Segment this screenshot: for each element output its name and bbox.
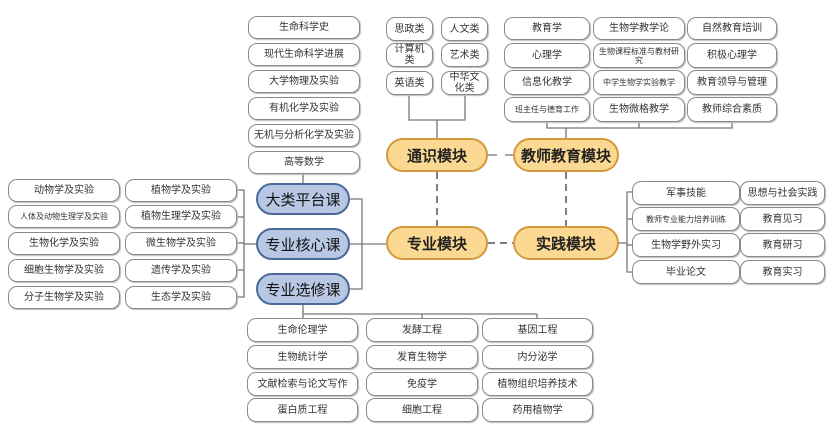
- major-sub-1: 专业核心课: [256, 228, 350, 260]
- practice-course: 毕业论文: [632, 260, 740, 284]
- general-category: 计算机类: [386, 43, 433, 67]
- teacher-course: 生物学教学论: [593, 17, 685, 40]
- platform-course: 大学物理及实验: [248, 70, 360, 93]
- core-course: 微生物学及实验: [125, 232, 237, 255]
- general-category: 艺术类: [441, 43, 488, 67]
- module-general: 通识模块: [386, 138, 488, 172]
- elective-course: 生物统计学: [247, 345, 358, 369]
- elective-course: 蛋白质工程: [247, 398, 358, 422]
- teacher-course: 生物课程标准与教材研究: [593, 43, 685, 68]
- teacher-course: 生物微格教学: [593, 97, 685, 122]
- teacher-course: 班主任与德育工作: [504, 97, 590, 122]
- elective-course: 植物组织培养技术: [482, 372, 593, 396]
- core-course: 植物生理学及实验: [125, 205, 237, 228]
- general-category: 思政类: [386, 17, 433, 41]
- elective-course: 生命伦理学: [247, 318, 358, 342]
- teacher-course: 信息化教学: [504, 70, 590, 95]
- elective-course: 内分泌学: [482, 345, 593, 369]
- core-course: 分子生物学及实验: [8, 286, 120, 309]
- elective-course: 药用植物学: [482, 398, 593, 422]
- elective-course: 免疫学: [366, 372, 478, 396]
- major-sub-2: 专业选修课: [256, 273, 350, 305]
- core-course: 人体及动物生理学及实验: [8, 205, 120, 228]
- teacher-course: 积极心理学: [687, 43, 777, 68]
- platform-course: 高等数学: [248, 151, 360, 174]
- platform-course: 有机化学及实验: [248, 97, 360, 120]
- core-course: 遗传学及实验: [125, 259, 237, 282]
- core-course: 动物学及实验: [8, 179, 120, 202]
- elective-course: 文献检索与论文写作: [247, 372, 358, 396]
- module-major: 专业模块: [386, 226, 488, 260]
- practice-course: 军事技能: [632, 181, 740, 205]
- practice-course: 教育研习: [740, 233, 825, 257]
- practice-course: 思想与社会实践: [740, 181, 825, 205]
- teacher-course: 教育领导与管理: [687, 70, 777, 95]
- practice-course: 生物学野外实习: [632, 233, 740, 257]
- major-sub-0: 大类平台课: [256, 183, 350, 215]
- teacher-course: 心理学: [504, 43, 590, 68]
- teacher-course: 自然教育培训: [687, 17, 777, 40]
- teacher-course: 教师综合素质: [687, 97, 777, 122]
- core-course: 植物学及实验: [125, 179, 237, 202]
- practice-course: 教育实习: [740, 260, 825, 284]
- practice-course: 教育见习: [740, 207, 825, 231]
- practice-course: 教师专业能力培养训练: [632, 207, 740, 231]
- elective-course: 发育生物学: [366, 345, 478, 369]
- elective-course: 发酵工程: [366, 318, 478, 342]
- elective-course: 细胞工程: [366, 398, 478, 422]
- teacher-course: 中学生物学实验教学: [593, 70, 685, 95]
- core-course: 细胞生物学及实验: [8, 259, 120, 282]
- general-category: 英语类: [386, 71, 433, 95]
- core-course: 生物化学及实验: [8, 232, 120, 255]
- module-teacher: 教师教育模块: [513, 138, 619, 172]
- general-category: 中华文化类: [441, 71, 488, 95]
- module-practice: 实践模块: [513, 226, 619, 260]
- core-course: 生态学及实验: [125, 286, 237, 309]
- platform-course: 生命科学史: [248, 16, 360, 39]
- platform-course: 现代生命科学进展: [248, 43, 360, 66]
- platform-course: 无机与分析化学及实验: [248, 124, 360, 147]
- general-category: 人文类: [441, 17, 488, 41]
- elective-course: 基因工程: [482, 318, 593, 342]
- teacher-course: 教育学: [504, 17, 590, 40]
